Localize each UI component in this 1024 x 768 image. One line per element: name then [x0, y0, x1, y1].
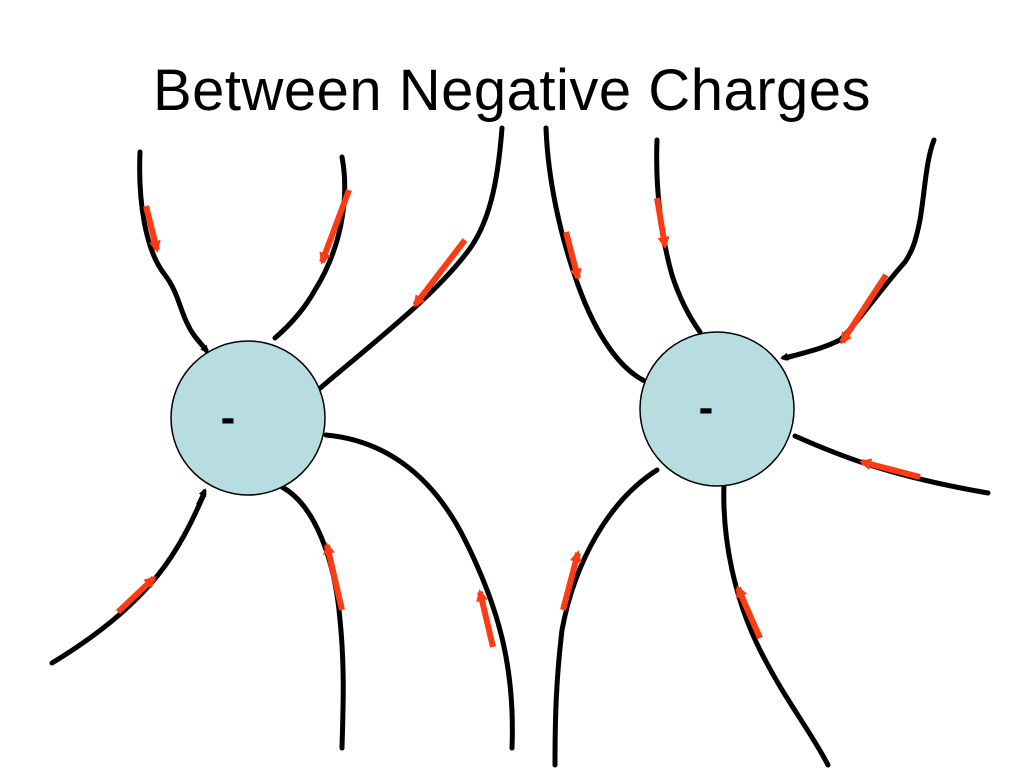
field-line — [783, 137, 937, 361]
field-line — [323, 432, 515, 751]
charge-circle — [639, 331, 795, 487]
field-line — [279, 484, 346, 751]
direction-arrow — [323, 542, 345, 611]
field-line — [315, 125, 505, 393]
field-line — [552, 467, 660, 768]
direction-arrow — [115, 575, 157, 615]
direction-arrow — [563, 231, 582, 281]
direction-arrow — [839, 273, 889, 345]
field-line — [792, 433, 991, 496]
field-line — [543, 125, 650, 385]
field-line — [272, 154, 348, 341]
charge-sign: - — [699, 383, 714, 432]
field-line — [721, 481, 831, 768]
slide-title: Between Negative Charges — [152, 58, 872, 123]
direction-arrow — [735, 585, 763, 640]
direction-arrow — [654, 197, 670, 249]
direction-arrow — [476, 589, 496, 648]
direction-arrow — [412, 238, 468, 308]
direction-arrow — [143, 205, 161, 253]
direction-arrows — [115, 188, 921, 648]
black-arrowhead — [198, 340, 209, 354]
charge-circle — [170, 340, 326, 496]
direction-arrow — [319, 188, 352, 265]
charge-sign: - — [221, 393, 236, 442]
field-line — [49, 491, 207, 666]
black-arrowhead — [196, 488, 207, 506]
field-line — [137, 149, 209, 353]
direction-arrow — [859, 458, 921, 480]
charge-left: - — [170, 340, 326, 496]
charge-right: - — [639, 331, 795, 487]
black-arrowhead — [780, 352, 796, 361]
field-line — [654, 137, 703, 335]
field-line-arrowheads — [196, 340, 796, 506]
direction-arrow — [560, 550, 582, 611]
